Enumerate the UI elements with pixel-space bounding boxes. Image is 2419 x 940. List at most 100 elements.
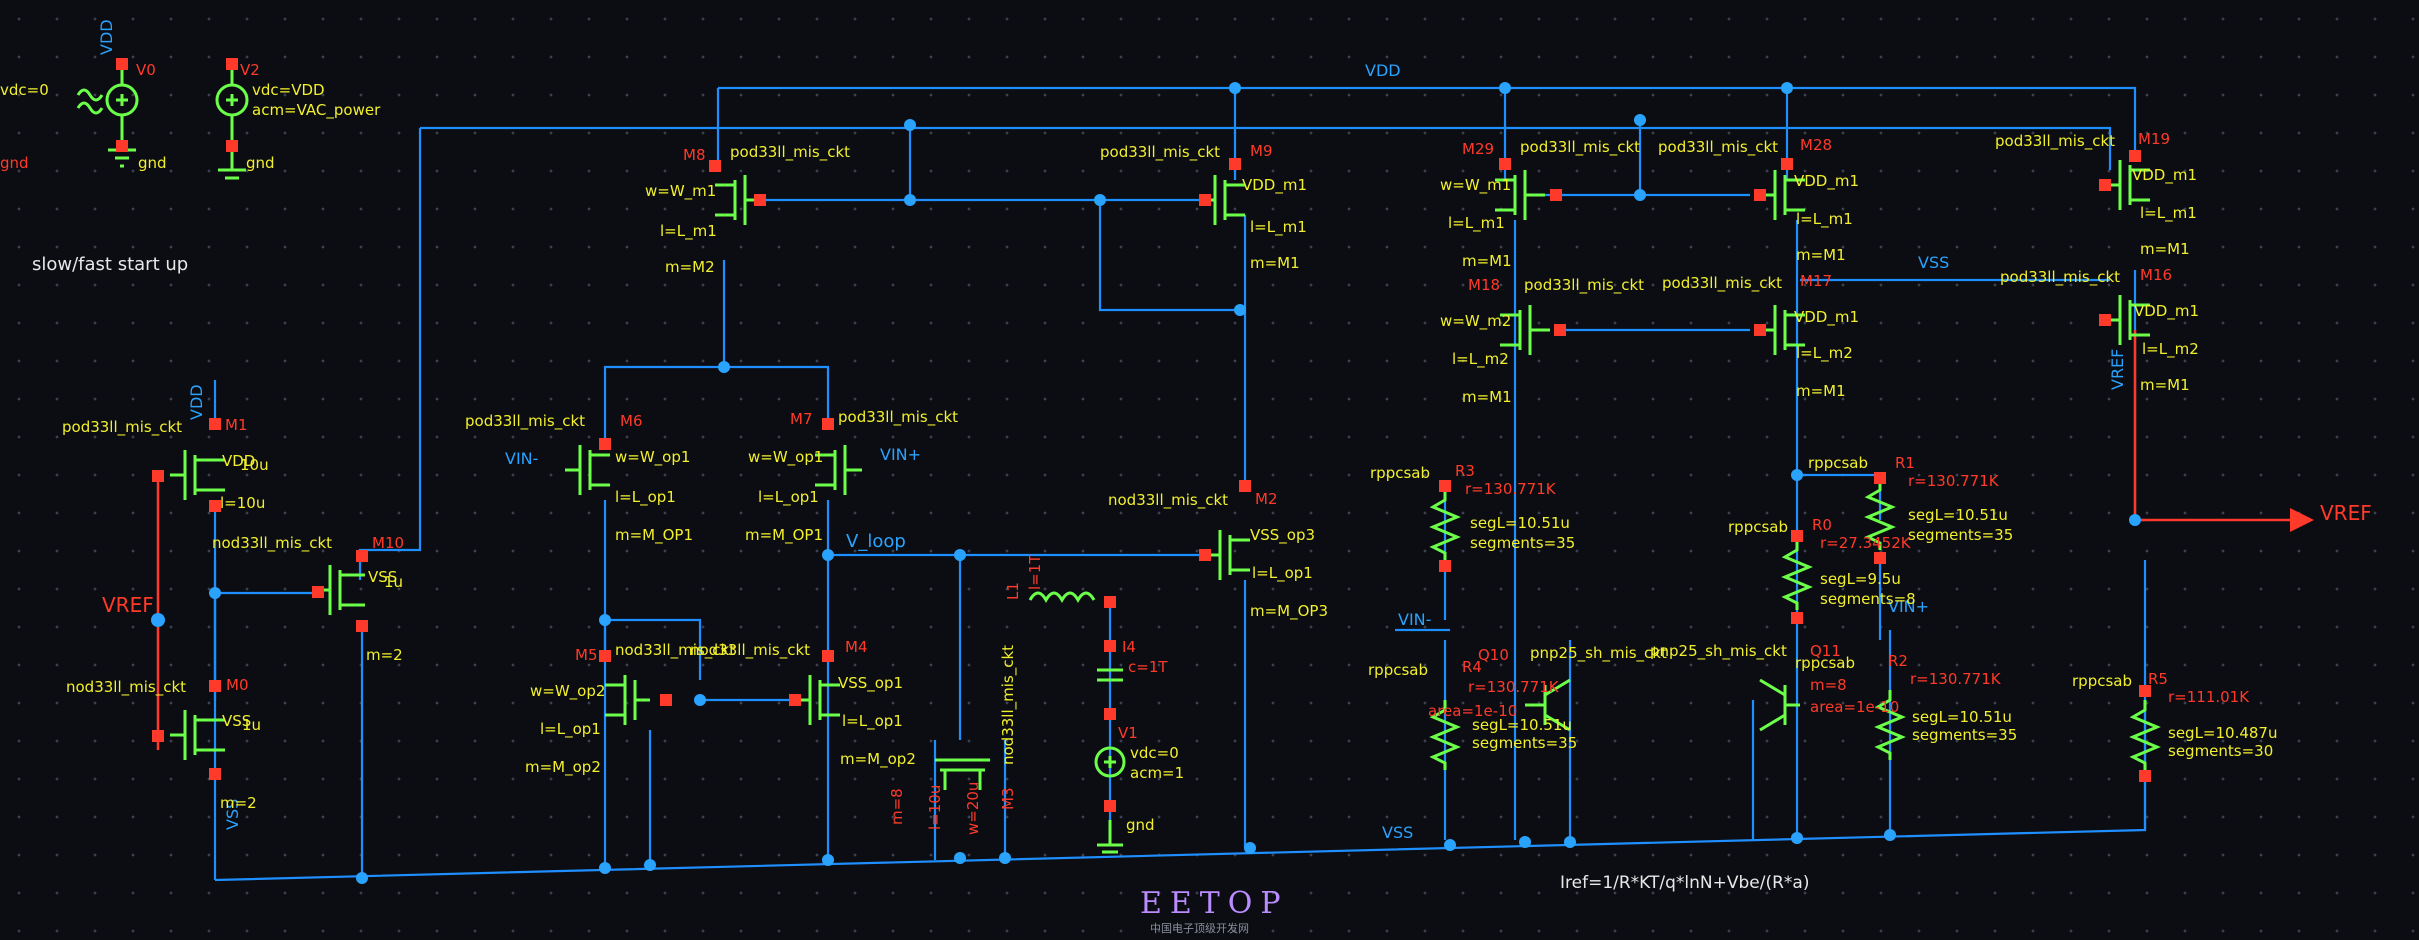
device-symbols xyxy=(76,68,2161,854)
i4-ref: I4 xyxy=(1122,638,1136,656)
mos-m10-symbol xyxy=(320,565,365,615)
r4-p3: segments=35 xyxy=(1472,734,1577,752)
vss-rail xyxy=(214,560,2147,882)
m7-model: pod33ll_mis_ckt xyxy=(838,408,958,427)
resistor-r0-symbol xyxy=(1781,540,1813,610)
r4-ref: R4 xyxy=(1462,658,1482,676)
v0-vdc: vdc=0 xyxy=(0,81,49,99)
r3-ref: R3 xyxy=(1455,462,1475,480)
m19-p2: l=L_m1 xyxy=(2140,204,2197,223)
r4-p1: r=130.771K xyxy=(1468,678,1560,696)
m4-p1: VSS_op1 xyxy=(838,674,903,693)
vss-vert-label: VSS xyxy=(223,799,242,830)
m8-p2: l=L_m1 xyxy=(660,222,717,241)
net-labels: VDD V0 vdc=0 gnd V2 vdc=VDD acm=VAC_powe… xyxy=(0,19,2372,935)
m28-model: pod33ll_mis_ckt xyxy=(1658,138,1778,157)
mos-m17-symbol xyxy=(1760,305,1805,355)
m29-p2: l=L_m1 xyxy=(1448,214,1505,233)
m19-ref: M19 xyxy=(2138,130,2170,148)
vref-vert-label: VREF xyxy=(2108,349,2127,390)
mos-m29-symbol xyxy=(1495,170,1545,220)
m28-p3: m=M1 xyxy=(1796,246,1846,264)
r0-ref: R0 xyxy=(1812,516,1832,534)
m10-model: nod33ll_mis_ckt xyxy=(212,534,332,553)
m2-p2: l=L_op1 xyxy=(1252,564,1313,583)
r5-p1: r=111.01K xyxy=(2168,688,2250,706)
vin-plus-label: VIN+ xyxy=(880,445,921,464)
gnd-v1-symbol xyxy=(1097,820,1123,854)
m1-p2: 10u xyxy=(240,456,269,474)
m18-ref: M18 xyxy=(1468,276,1500,294)
m4-p3: m=M_op2 xyxy=(840,750,916,769)
vref-output-arrow xyxy=(2290,508,2314,532)
r2-p3: segments=35 xyxy=(1912,726,2017,744)
startup-loop xyxy=(420,126,2112,170)
m1-ref: M1 xyxy=(225,416,248,434)
v2-gnd: gnd xyxy=(246,154,275,172)
q10-ref: Q10 xyxy=(1478,646,1509,664)
bjt-q11-symbol xyxy=(1759,678,1800,732)
m6-p3: m=M_OP1 xyxy=(615,526,693,545)
m10-ref: M10 xyxy=(372,534,404,552)
iref-formula: Iref=1/R*KT/q*lnN+Vbe/(R*a) xyxy=(1560,873,1809,893)
m5-p2: l=L_op1 xyxy=(540,720,601,739)
m29-model: pod33ll_mis_ckt xyxy=(1520,138,1640,157)
m4-ref: M4 xyxy=(845,638,868,656)
junctions xyxy=(151,82,2141,884)
m0-p2: 1u xyxy=(242,716,261,734)
m19-model: pod33ll_mis_ckt xyxy=(1995,132,2115,151)
r1-p3: segments=35 xyxy=(1908,526,2013,544)
m16-p2: l=L_m2 xyxy=(2142,340,2199,359)
r3-p2: segL=10.51u xyxy=(1470,514,1570,532)
m2-model: nod33ll_mis_ckt xyxy=(1108,491,1228,510)
m4-p2: l=L_op1 xyxy=(842,712,903,731)
vref-right-label: VREF xyxy=(2320,501,2372,525)
eetop-logo-sub: 中国电子顶级开发网 xyxy=(1150,921,1249,935)
m7-ref: M7 xyxy=(790,410,813,428)
v2-acm: acm=VAC_power xyxy=(252,101,381,120)
m0-model: nod33ll_mis_ckt xyxy=(66,678,186,697)
mos-m28-symbol xyxy=(1760,170,1805,220)
r0-p1: r=27.3452K xyxy=(1820,534,1912,552)
source-v2-symbol xyxy=(215,68,249,180)
m17-model: pod33ll_mis_ckt xyxy=(1662,274,1782,293)
m16-ref: M16 xyxy=(2140,266,2172,284)
r2-p1: r=130.771K xyxy=(1910,670,2002,688)
m29-p1: w=W_m1 xyxy=(1440,176,1511,195)
i4-p1: c=1T xyxy=(1128,658,1168,676)
m3-ref: M3 xyxy=(999,788,1017,811)
m6-p2: l=L_op1 xyxy=(615,488,676,507)
r1-p2: segL=10.51u xyxy=(1908,506,2008,524)
m3-p3: m=8 xyxy=(888,788,906,825)
resistor-r5-symbol xyxy=(2129,700,2161,770)
m18-p2: l=L_m2 xyxy=(1452,350,1509,369)
mos-m2-symbol xyxy=(1205,530,1250,580)
r4-p2: segL=10.51u xyxy=(1472,716,1572,734)
vdd-rail-label: VDD xyxy=(1365,61,1401,80)
v0-ref: V0 xyxy=(136,61,156,79)
resistor-r2-symbol xyxy=(1874,690,1906,760)
m9-p2: l=L_m1 xyxy=(1250,218,1307,237)
r0-p3: segments=8 xyxy=(1820,590,1916,608)
q10-model: pnp25_sh_mis_ckt xyxy=(1530,644,1667,663)
bjt-q10-symbol xyxy=(1525,678,1571,732)
q10-p1: area=1e-10 xyxy=(1428,702,1517,720)
m8-p1: w=W_m1 xyxy=(645,182,716,201)
mos-m16-symbol xyxy=(2105,295,2150,345)
resistor-r3-symbol xyxy=(1429,490,1461,560)
r2-ref: R2 xyxy=(1888,652,1908,670)
m17-p2: l=L_m2 xyxy=(1796,344,1853,363)
vref-left-label: VREF xyxy=(102,593,154,617)
m3-p2: w=20u xyxy=(964,782,982,835)
mos-m8-symbol xyxy=(715,175,760,225)
r5-model: rppcsab xyxy=(2072,672,2132,690)
m29-p3: m=M1 xyxy=(1462,252,1512,270)
vdd-vert-label: VDD xyxy=(187,384,206,420)
m1-model: pod33ll_mis_ckt xyxy=(62,418,182,437)
m0-p3: m=2 xyxy=(220,794,257,812)
m16-p1: VDD_m1 xyxy=(2134,302,2199,321)
mos-m19-symbol xyxy=(2105,160,2150,210)
r3-p1: r=130.771K xyxy=(1465,480,1557,498)
m17-p3: m=M1 xyxy=(1796,382,1846,400)
